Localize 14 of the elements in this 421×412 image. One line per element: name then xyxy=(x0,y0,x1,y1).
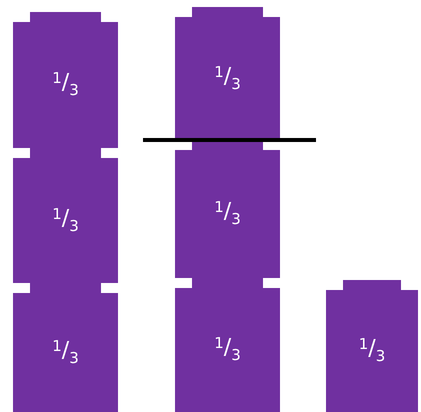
fraction-block xyxy=(175,278,280,412)
fraction-block xyxy=(13,148,118,283)
fraction-block xyxy=(175,140,280,278)
fraction-label: $^{1}$/$_{3}$ xyxy=(52,338,79,366)
fraction-label: $^{1}$/$_{3}$ xyxy=(214,64,241,92)
fraction-block xyxy=(175,7,280,140)
fraction-label: $^{1}$/$_{3}$ xyxy=(214,336,241,363)
fraction-block xyxy=(13,283,118,412)
fraction-label: $^{1}$/$_{3}$ xyxy=(52,71,79,98)
fraction-block xyxy=(13,12,118,148)
fraction-label: $^{1}$/$_{3}$ xyxy=(214,200,241,227)
fraction-label: $^{1}$/$_{3}$ xyxy=(52,206,79,234)
fraction-block xyxy=(326,280,418,412)
fraction-label: $^{1}$/$_{3}$ xyxy=(358,337,386,364)
